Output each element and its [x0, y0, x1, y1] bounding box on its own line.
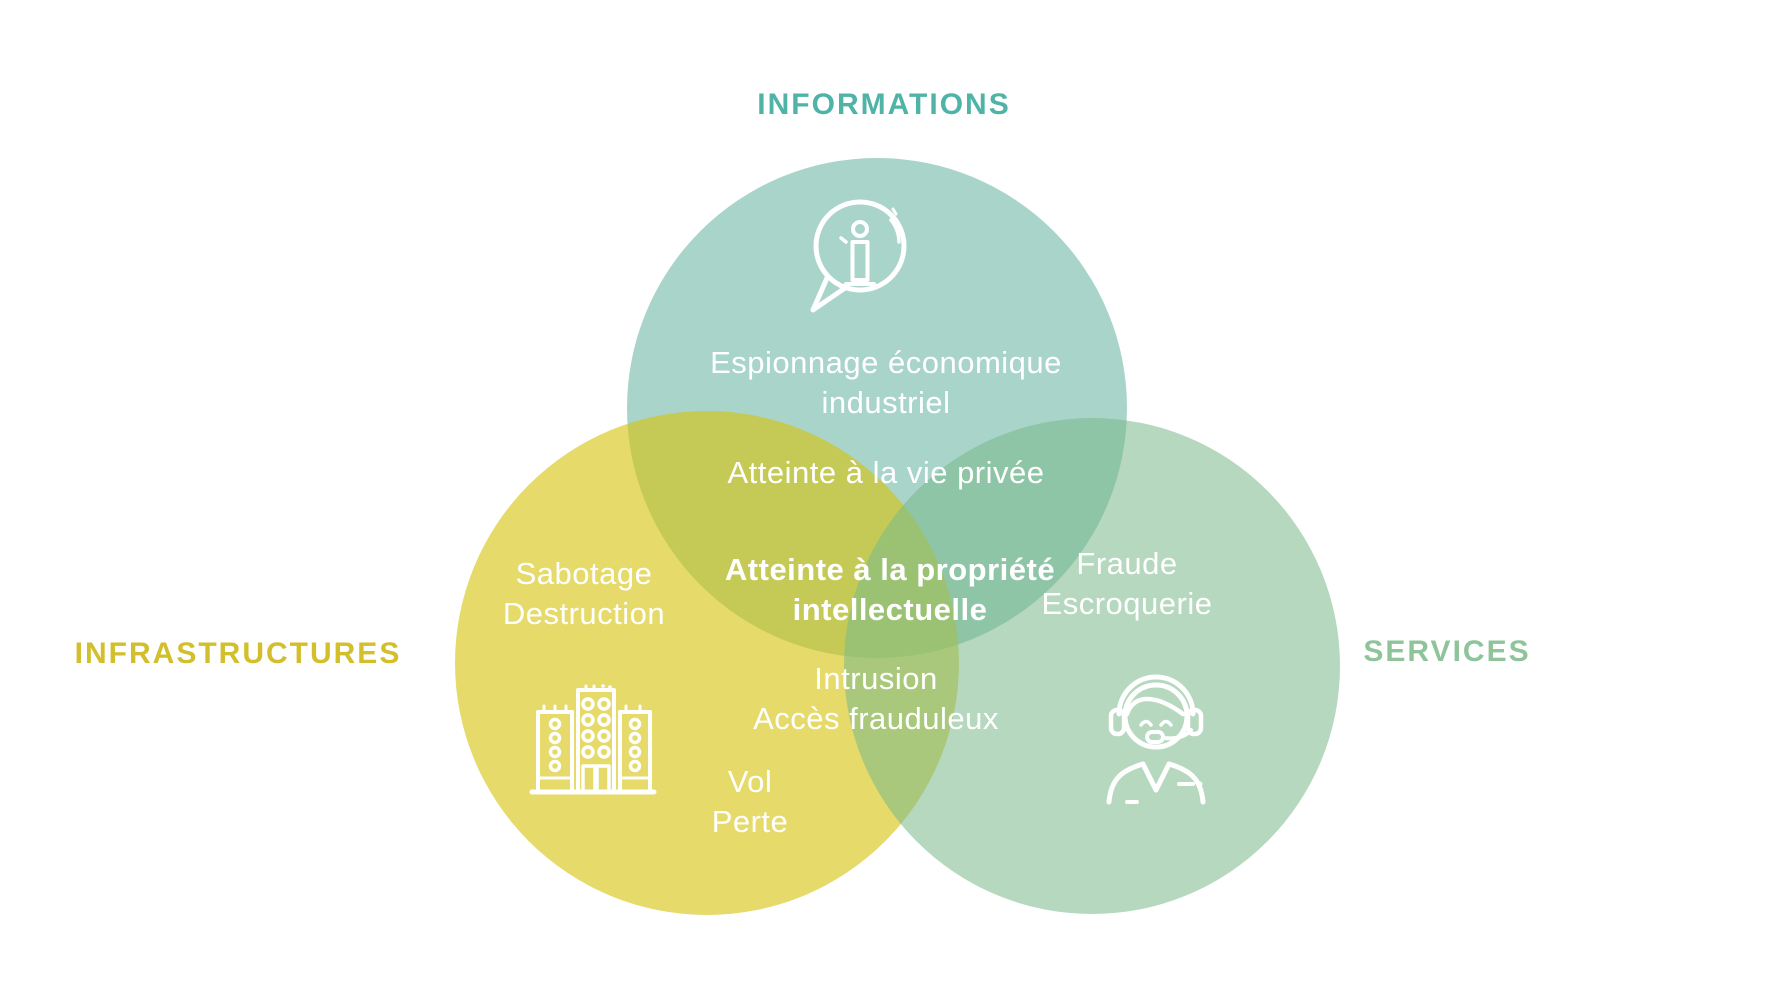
- region-center-text: Atteinte à la propriété intellectuelle: [725, 550, 1055, 630]
- circle-services: [844, 418, 1340, 914]
- circle-infrastructures: [455, 411, 959, 915]
- region-line: industriel: [821, 385, 951, 420]
- label-services: SERVICES: [1363, 635, 1531, 668]
- region-line: Sabotage: [515, 556, 653, 591]
- region-line: Accès frauduleux: [753, 701, 999, 736]
- region-line: intellectuelle: [792, 592, 988, 627]
- region-line: Vol: [727, 764, 773, 799]
- region-line: Espionnage économique: [710, 345, 1062, 380]
- support-agent-icon: [1106, 674, 1206, 805]
- region-services-text: Fraude Escroquerie: [1042, 544, 1213, 624]
- region-line: Atteinte à la vie privée: [727, 455, 1045, 490]
- region-infrastructures-text: Sabotage Destruction: [503, 554, 665, 634]
- region-line: Perte: [711, 804, 789, 839]
- building-icon: [529, 684, 657, 795]
- region-intrusion-text: Intrusion Accès frauduleux: [753, 659, 999, 739]
- region-line: Atteinte à la propriété: [724, 552, 1056, 587]
- region-line: Destruction: [502, 596, 666, 631]
- region-vol-perte-text: Vol Perte: [712, 762, 789, 842]
- region-line: Escroquerie: [1041, 586, 1213, 621]
- region-informations-text: Espionnage économique industriel: [710, 343, 1062, 423]
- label-informations: INFORMATIONS: [757, 88, 1011, 121]
- region-line: Fraude: [1076, 546, 1178, 581]
- info-speech-bubble-icon: [810, 199, 907, 313]
- region-vie-privee-text: Atteinte à la vie privée: [727, 453, 1044, 493]
- label-infrastructures: INFRASTRUCTURES: [74, 637, 402, 670]
- region-line: Intrusion: [814, 661, 938, 696]
